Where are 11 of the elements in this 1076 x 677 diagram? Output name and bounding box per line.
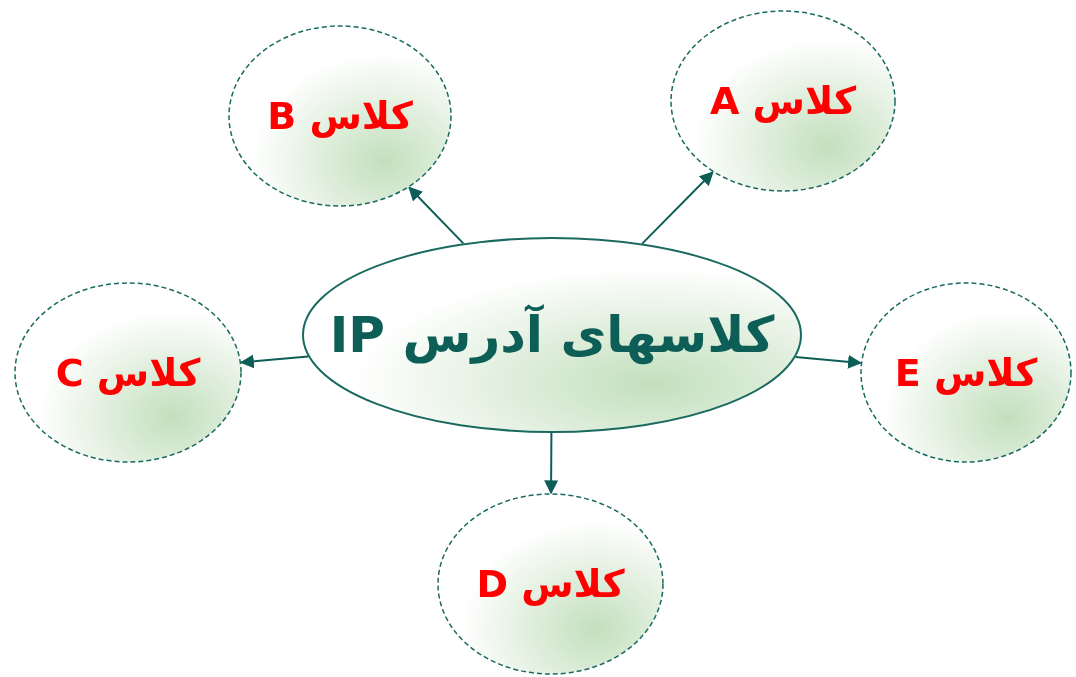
class-label: کلاس C xyxy=(55,350,201,395)
arrow xyxy=(239,354,310,369)
arrow xyxy=(641,171,714,245)
class-label: کلاس E xyxy=(894,350,1038,395)
arrow xyxy=(794,354,862,369)
class-label: کلاس D xyxy=(476,562,625,606)
class-label: کلاس A xyxy=(709,79,856,123)
arrow xyxy=(408,186,465,245)
class-label: کلاس B xyxy=(267,94,413,138)
main-title: کلاسهای آدرس IP xyxy=(329,306,775,364)
arrow xyxy=(544,432,559,495)
